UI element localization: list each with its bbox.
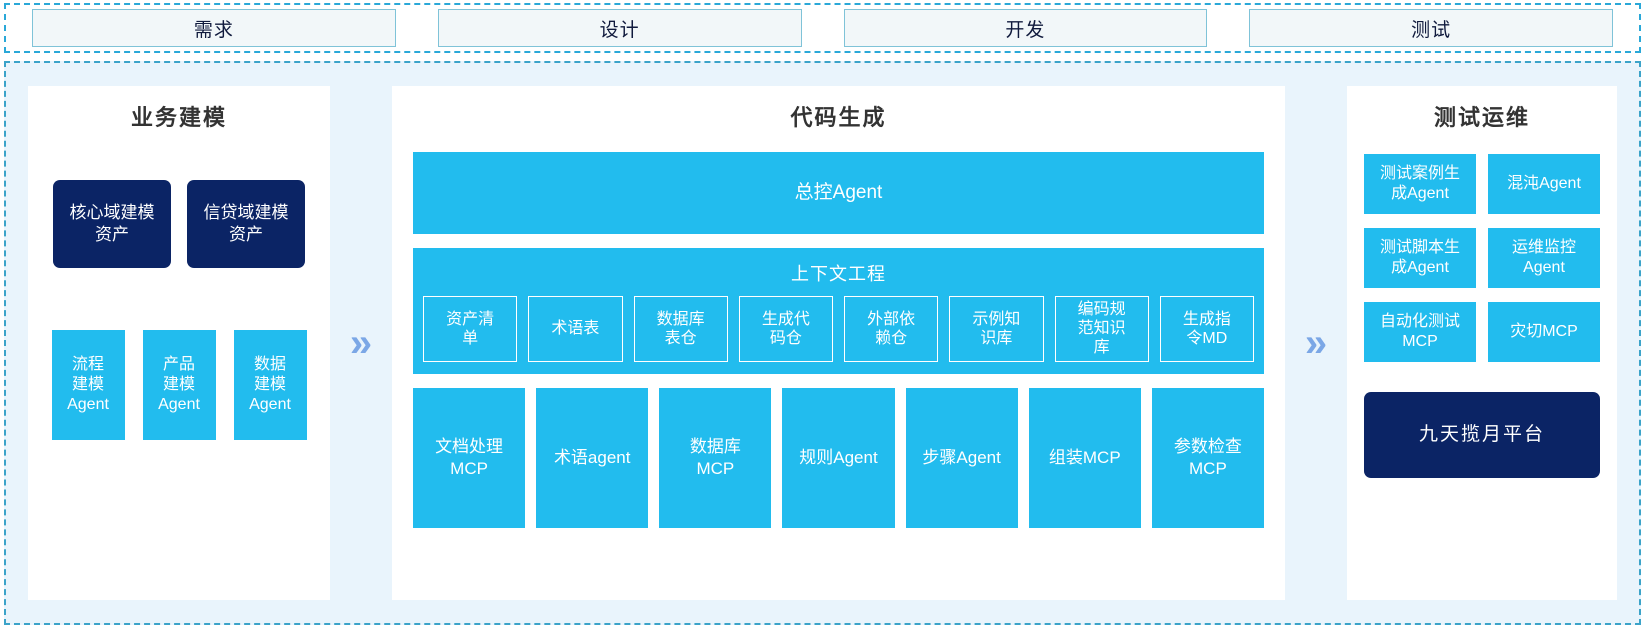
- platform-block-wrap: 九天揽月平台: [1347, 392, 1617, 478]
- disaster-switch-mcp[interactable]: 灾切MCP: [1488, 302, 1600, 362]
- tool-glossary-agent[interactable]: 术语agent: [536, 387, 649, 528]
- phase-label: 设计: [599, 19, 640, 41]
- main-container: 业务建模 核心域建模 资产 信贷域建模 资产 流程 建模 Agent 产品 建模…: [4, 61, 1641, 625]
- agent-product-modeling[interactable]: 产品 建模 Agent: [142, 330, 216, 440]
- tool-parameter-check-mcp[interactable]: 参数检查 MCP: [1151, 387, 1264, 528]
- tool-database-mcp[interactable]: 数据库 MCP: [659, 387, 772, 528]
- automated-test-mcp[interactable]: 自动化测试 MCP: [1364, 302, 1476, 362]
- context-chip-generation-instruction-md[interactable]: 生成指 令MD: [1159, 296, 1254, 362]
- panel-business-modeling: 业务建模 核心域建模 资产 信贷域建模 资产 流程 建模 Agent 产品 建模…: [28, 86, 330, 600]
- context-engineering-block: 上下文工程 资产清 单 术语表 数据库 表仓 生成代 码仓 外部依 赖仓 示例知…: [413, 248, 1264, 374]
- business-agents-row: 流程 建模 Agent 产品 建模 Agent 数据 建模 Agent: [28, 330, 330, 440]
- phase-label: 测试: [1411, 19, 1452, 41]
- test-case-generation-agent[interactable]: 测试案例生 成Agent: [1364, 154, 1476, 214]
- panel-code-generation: 代码生成 总控Agent 上下文工程 资产清 单 术语表 数据库 表仓 生成代 …: [392, 86, 1285, 600]
- code-generation-tools-row: 文档处理 MCP 术语agent 数据库 MCP 规则Agent 步骤Agent…: [413, 387, 1264, 528]
- phase-box-requirements[interactable]: 需求: [32, 9, 396, 47]
- operations-monitoring-agent[interactable]: 运维监控 Agent: [1488, 228, 1600, 288]
- test-operations-grid: 测试案例生 成Agent 混沌Agent 测试脚本生 成Agent 运维监控 A…: [1347, 154, 1617, 362]
- tool-assembly-mcp[interactable]: 组装MCP: [1028, 387, 1141, 528]
- phase-strip: 需求 设计 开发 测试: [4, 3, 1641, 53]
- code-generation-body: 总控Agent 上下文工程 资产清 单 术语表 数据库 表仓 生成代 码仓 外部…: [392, 132, 1285, 528]
- context-chip-db-table-repo[interactable]: 数据库 表仓: [633, 296, 728, 362]
- phase-label: 需求: [193, 19, 234, 41]
- phase-box-testing[interactable]: 测试: [1249, 9, 1613, 47]
- panel-title-code-generation: 代码生成: [790, 105, 887, 130]
- asset-credit-domain[interactable]: 信贷域建模 资产: [187, 180, 305, 268]
- jiutian-lanyue-platform[interactable]: 九天揽月平台: [1364, 392, 1600, 478]
- context-chip-generated-code-repo[interactable]: 生成代 码仓: [738, 296, 833, 362]
- context-chip-asset-inventory[interactable]: 资产清 单: [423, 296, 518, 362]
- tool-step-agent[interactable]: 步骤Agent: [905, 387, 1018, 528]
- chaos-agent[interactable]: 混沌Agent: [1488, 154, 1600, 214]
- context-chip-example-knowledge-base[interactable]: 示例知 识库: [949, 296, 1044, 362]
- context-chip-row: 资产清 单 术语表 数据库 表仓 生成代 码仓 外部依 赖仓 示例知 识库 编码…: [423, 296, 1254, 362]
- context-chip-external-dependency-repo[interactable]: 外部依 赖仓: [844, 296, 939, 362]
- master-agent-block[interactable]: 总控Agent: [413, 152, 1264, 234]
- panel-title-business-modeling: 业务建模: [130, 105, 227, 130]
- context-chip-glossary[interactable]: 术语表: [528, 296, 623, 362]
- panel-test-operations: 测试运维 测试案例生 成Agent 混沌Agent 测试脚本生 成Agent 运…: [1347, 86, 1617, 600]
- phase-box-development[interactable]: 开发: [843, 9, 1208, 47]
- panel-title-test-operations: 测试运维: [1433, 105, 1530, 130]
- context-chip-coding-standard-knowledge-base[interactable]: 编码规 范知识 库: [1054, 296, 1149, 362]
- tool-rule-agent[interactable]: 规则Agent: [782, 387, 895, 528]
- context-engineering-title: 上下文工程: [791, 264, 886, 284]
- chevron-right-icon-2: »: [1304, 321, 1328, 365]
- asset-core-domain[interactable]: 核心域建模 资产: [53, 180, 171, 268]
- agent-process-modeling[interactable]: 流程 建模 Agent: [51, 330, 125, 440]
- business-assets-row: 核心域建模 资产 信贷域建模 资产: [28, 180, 330, 268]
- chevron-right-icon-1: »: [349, 321, 373, 365]
- agent-data-modeling[interactable]: 数据 建模 Agent: [233, 330, 307, 440]
- test-script-generation-agent[interactable]: 测试脚本生 成Agent: [1364, 228, 1476, 288]
- phase-box-design[interactable]: 设计: [437, 9, 802, 47]
- phase-label: 开发: [1005, 19, 1046, 41]
- tool-document-processing-mcp[interactable]: 文档处理 MCP: [413, 387, 526, 528]
